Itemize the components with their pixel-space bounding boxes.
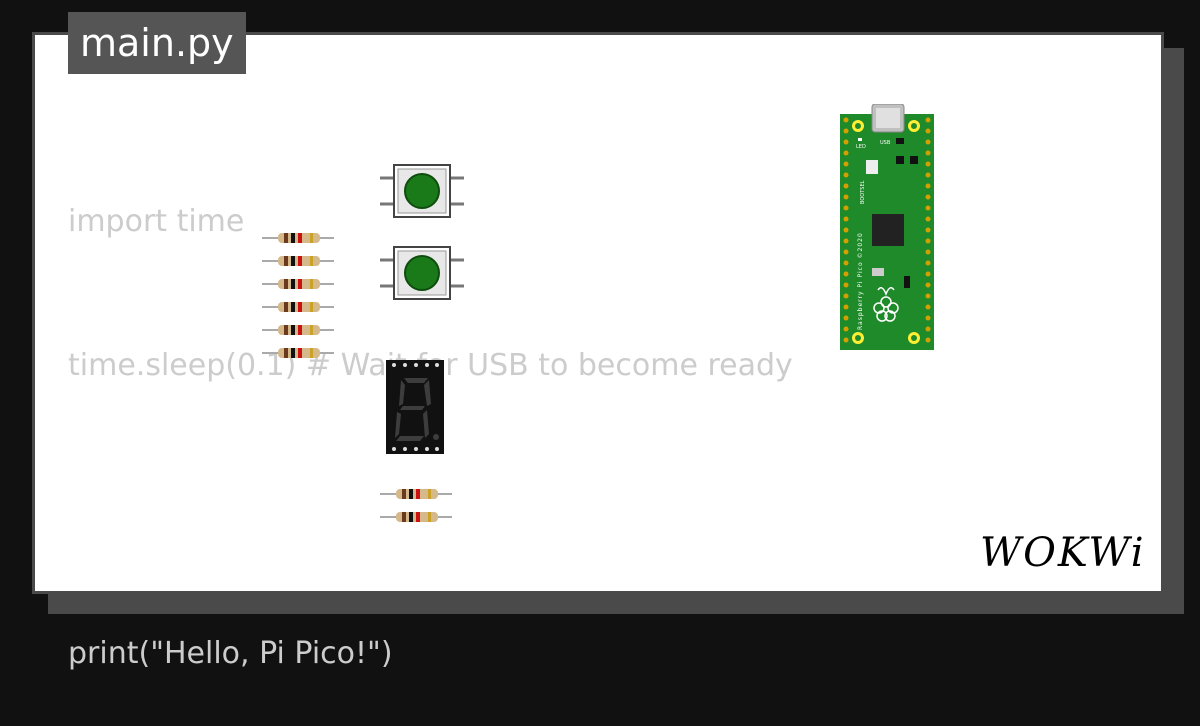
resistor[interactable] [262,278,335,290]
code-line: print("Hello, Pi Pico!") [68,636,393,671]
resistor[interactable] [262,232,335,244]
resistor[interactable] [262,347,335,359]
resistor-group-bottom [380,488,453,523]
file-tab[interactable]: main.py [68,12,246,74]
board-name-label: Raspberry Pi Pico ©2020 [857,232,864,330]
raspberry-pi-pico[interactable]: LED USB BOOTSEL Raspberry Pi Pico ©2020 [838,104,938,352]
file-tab-label: main.py [80,21,234,65]
diagram-card [32,32,1164,594]
raspberry-logo-icon [873,287,899,322]
resistor[interactable] [262,324,335,336]
wokwi-logo: WOKWi [980,530,1146,576]
wokwi-logo-text: WOKWi [980,530,1146,576]
resistor-group-left [262,232,335,359]
resistor[interactable] [262,255,335,267]
usb-label: USB [880,140,891,146]
bootsel-label: BOOTSEL [860,180,866,204]
seven-segment-display[interactable] [386,360,446,456]
resistor[interactable] [262,301,335,313]
led-label: LED [856,144,866,150]
code-line: import time [68,204,245,239]
resistor[interactable] [380,511,453,523]
pushbutton[interactable] [380,162,464,222]
resistor[interactable] [380,488,453,500]
pushbutton[interactable] [380,244,464,304]
